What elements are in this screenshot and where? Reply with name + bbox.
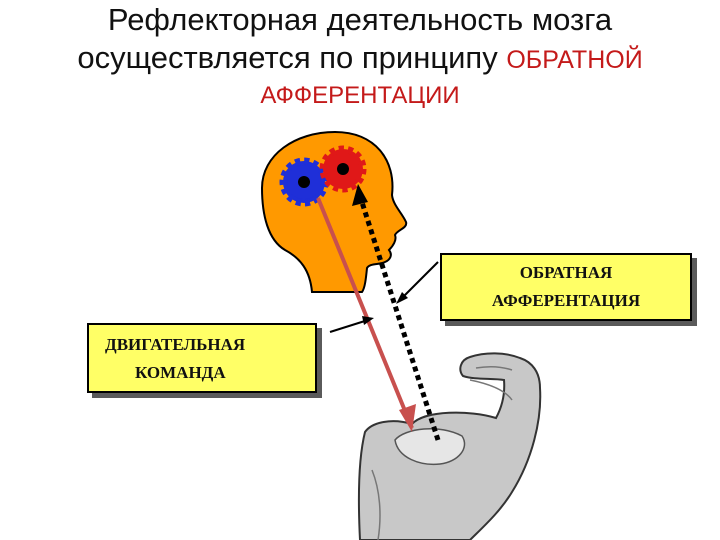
arm-shading [371,365,513,540]
title-highlight-afferentation: АФФЕРЕНТАЦИИ [260,82,460,109]
title-line-2-text: осуществляется по принципу [77,40,507,75]
feedback-pointer-head [396,292,408,304]
feedback-arrow-head [352,184,368,206]
motor-label-pointer [329,319,369,333]
title-highlight-feedback: ОБРАТНОЙ [506,46,643,74]
motor-command-arrow [316,197,414,429]
title-line-2: осуществляется по принципу ОБРАТНОЙ [0,40,720,76]
feedback-label-pointer [399,261,439,301]
feedback-arrow [357,195,441,441]
feedback-label-line-1: ОБРАТНАЯ [519,263,613,282]
motor-label-line-2: КОМАНДА [135,363,226,382]
motor-command-label-box: ДВИГАТЕЛЬНАЯ КОМАНДА [87,323,317,393]
blue-gear-icon [279,157,329,207]
feedback-label-line-2: АФФЕРЕНТАЦИЯ [491,291,641,310]
motor-label-line-1: ДВИГАТЕЛЬНАЯ [105,335,246,354]
feedback-label-box: ОБРАТНАЯ АФФЕРЕНТАЦИЯ [440,253,692,321]
motor-arrow-head [399,404,416,432]
biceps-muscle [394,428,466,466]
red-gear-icon [319,145,367,193]
title-line-1: Рефлекторная деятельность мозга [107,2,613,37]
motor-pointer-head [362,316,374,325]
